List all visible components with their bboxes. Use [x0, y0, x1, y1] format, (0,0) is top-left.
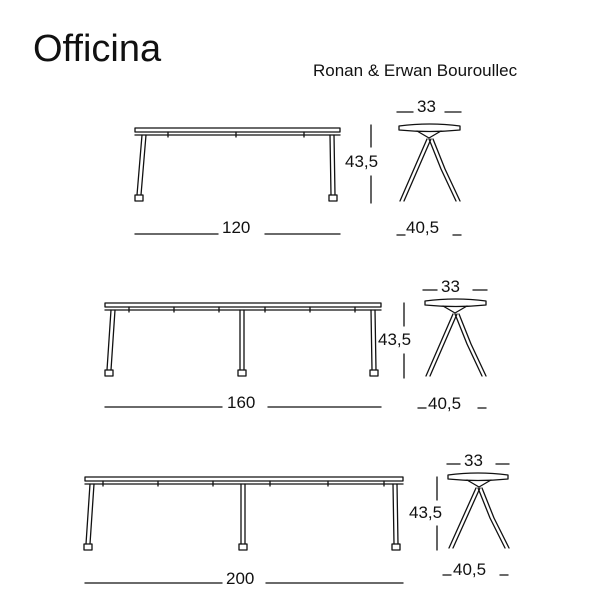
bench-foot-left	[104, 369, 114, 377]
bench-200-front-view	[83, 476, 404, 551]
bench-foot-right	[369, 369, 379, 377]
bench-bracket-side	[466, 479, 492, 488]
bench-leg-right	[392, 483, 399, 545]
bench-leg-b	[454, 313, 487, 377]
height-label: 43,5	[378, 330, 411, 349]
bench-bracket-side	[442, 305, 468, 314]
top-width-label: 33	[464, 451, 483, 470]
bench-seat-side	[398, 123, 461, 133]
bench-seat-side	[424, 298, 487, 308]
bench-seat	[104, 302, 382, 308]
bench-bracket-side	[416, 130, 442, 139]
base-width-label: 40,5	[453, 560, 486, 579]
bench-foot-left	[134, 194, 144, 202]
bench-120-front-view	[134, 127, 341, 202]
base-width-label: 40,5	[406, 218, 439, 237]
bench-160-side-dimensions	[417, 289, 488, 409]
bench-leg-left	[85, 483, 95, 545]
product-title: Officina	[33, 28, 162, 70]
top-width-label: 33	[417, 97, 436, 116]
bench-leg-a	[448, 487, 481, 549]
bench-seat	[84, 476, 404, 482]
bench-leg-right	[329, 134, 336, 196]
bench-leg-middle	[240, 483, 246, 545]
top-width-label: 33	[441, 277, 460, 296]
bench-120-side-view	[398, 123, 461, 202]
base-width-label: 40,5	[428, 394, 461, 413]
bench-foot-middle	[238, 543, 248, 551]
height-label: 43,5	[409, 503, 442, 522]
bench-leg-b	[477, 487, 510, 549]
bench-seat	[134, 127, 341, 133]
bench-leg-a	[425, 313, 458, 377]
bench-leg-a	[399, 138, 432, 202]
bench-leg-right	[370, 309, 377, 371]
bench-foot-right	[391, 543, 401, 551]
bench-foot-right	[328, 194, 338, 202]
designer-name: Ronan & Erwan Bouroullec	[313, 61, 518, 80]
bench-200-side-dimensions	[442, 463, 510, 576]
bench-leg-b	[428, 138, 461, 202]
bench-seat-side	[447, 472, 509, 482]
length-label: 160	[227, 393, 255, 412]
bench-leg-left	[136, 134, 147, 196]
bench-leg-middle	[239, 309, 245, 371]
bench-160-side-view	[424, 298, 487, 377]
bench-foot-left	[83, 543, 93, 551]
bench-200-side-view	[447, 472, 510, 549]
height-label: 43,5	[345, 152, 378, 171]
bench-leg-left	[106, 309, 116, 371]
length-label: 120	[222, 218, 250, 237]
bench-120-side-dimensions	[396, 111, 462, 236]
bench-160-front-view	[104, 302, 382, 377]
bench-foot-middle	[237, 369, 247, 377]
length-label: 200	[226, 569, 254, 588]
